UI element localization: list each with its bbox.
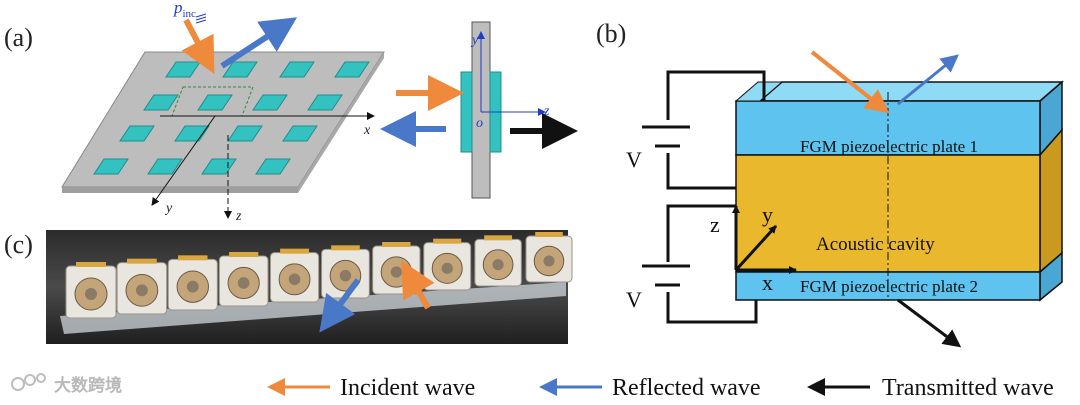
panel-b-label: (b) bbox=[596, 19, 626, 48]
cross-section-patch-left bbox=[460, 71, 473, 153]
photo-reflected-arrow bbox=[319, 278, 361, 333]
photo-cell bbox=[474, 235, 522, 287]
coordinate-axes bbox=[732, 205, 797, 274]
photo-cell bbox=[167, 255, 218, 311]
incident-pressure-label: pinc bbox=[173, 0, 196, 20]
plate1-label: FGM piezoelectric plate 1 bbox=[800, 137, 978, 156]
patch bbox=[334, 61, 370, 78]
legend-transmitted-label: Transmitted wave bbox=[882, 375, 1054, 401]
photo-incident-arrow bbox=[401, 260, 435, 310]
cross-section-inset: y z o bbox=[380, 21, 578, 199]
z-axis-label: z bbox=[235, 209, 242, 224]
patch bbox=[143, 94, 179, 111]
panel-c-label: (c) bbox=[4, 230, 33, 259]
plate-edge bbox=[62, 187, 298, 193]
photo-cell-row bbox=[65, 232, 573, 319]
patch bbox=[222, 61, 258, 78]
patch bbox=[147, 158, 183, 175]
photo-cell bbox=[269, 248, 320, 303]
photo-cell bbox=[525, 232, 573, 283]
patch bbox=[119, 125, 155, 142]
voltage-bottom-label: V bbox=[626, 287, 642, 312]
b-incident-arrow bbox=[810, 50, 890, 114]
reflected-arrow bbox=[220, 17, 298, 69]
wave-ticks-icon bbox=[195, 13, 207, 24]
y-axis-label: y bbox=[164, 201, 173, 216]
legend-reflected-label: Reflected wave bbox=[612, 375, 761, 401]
cavity-side-face bbox=[1039, 128, 1063, 274]
patch bbox=[227, 125, 263, 142]
plate-edge-side bbox=[298, 52, 384, 193]
circuit-bottom bbox=[642, 204, 758, 324]
inset-origin-label: o bbox=[476, 116, 483, 131]
panel-a: (a) x y bbox=[4, 0, 578, 224]
circuit-top bbox=[642, 70, 766, 190]
panel-c: (c) bbox=[4, 230, 573, 344]
patch bbox=[279, 61, 315, 78]
patch bbox=[197, 94, 233, 111]
inset-z-label: z bbox=[543, 104, 550, 119]
coord-z-label: z bbox=[710, 212, 720, 237]
legend-incident-label: Incident wave bbox=[340, 375, 475, 401]
incident-arrow bbox=[181, 18, 215, 74]
photo-cell bbox=[321, 245, 370, 299]
photo-cell bbox=[423, 238, 472, 291]
voltage-top-label: V bbox=[626, 147, 642, 172]
x-axis-label: x bbox=[363, 123, 371, 138]
panel-b: (b) FGM piezoelectric plate 1 Acoustic c… bbox=[596, 19, 1065, 348]
patch bbox=[307, 94, 343, 111]
coord-x-label: x bbox=[762, 270, 773, 295]
photo-cell bbox=[65, 262, 117, 319]
patch bbox=[255, 158, 291, 175]
coord-y-label: y bbox=[762, 202, 773, 227]
inset-y-label: y bbox=[470, 33, 479, 48]
b-transmitted-arrow bbox=[897, 298, 962, 348]
photo-base-strip bbox=[60, 282, 566, 334]
y-axis-line bbox=[151, 115, 216, 206]
plate2-label: FGM piezoelectric plate 2 bbox=[800, 277, 978, 296]
legend: Incident wave Reflected wave Transmitted… bbox=[267, 375, 1054, 401]
watermark-logo-icon bbox=[11, 373, 46, 391]
cavity-label: Acoustic cavity bbox=[816, 234, 935, 255]
p-symbol: p bbox=[173, 0, 183, 17]
patch bbox=[252, 94, 288, 111]
patch bbox=[282, 125, 318, 142]
watermark-text: 大数跨境 bbox=[54, 375, 122, 396]
photo-cell bbox=[116, 258, 168, 315]
photo-cell bbox=[218, 252, 269, 307]
plate1-bevel bbox=[734, 81, 784, 102]
watermark: 大数跨境 bbox=[11, 373, 122, 396]
patch bbox=[93, 158, 129, 175]
b-reflected-arrow bbox=[897, 54, 959, 106]
p-subscript: inc bbox=[183, 8, 197, 20]
panel-a-label: (a) bbox=[4, 23, 33, 52]
